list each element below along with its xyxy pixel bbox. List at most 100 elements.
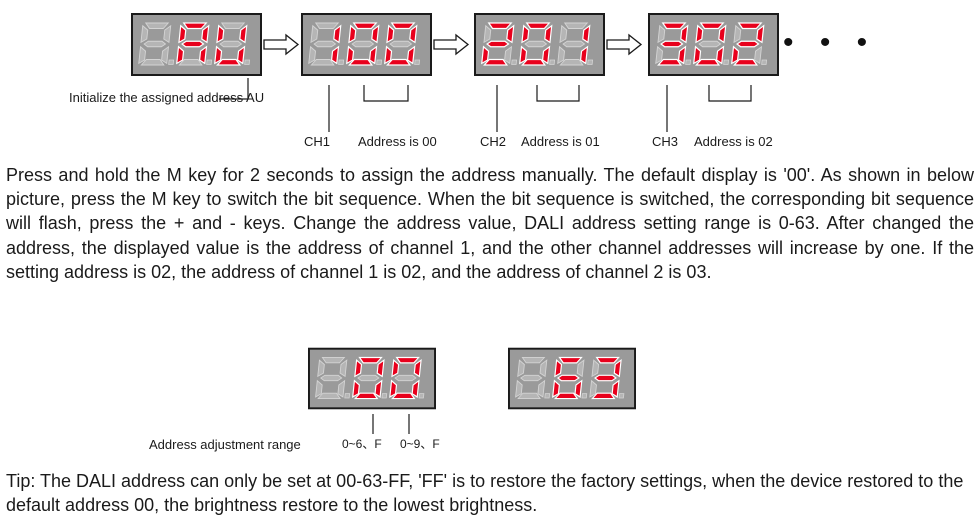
segment-d — [695, 58, 721, 66]
digit-3 — [589, 356, 625, 400]
segment-a — [525, 22, 551, 30]
segment-e — [552, 379, 560, 398]
segment-d — [517, 392, 541, 399]
segment-e — [352, 379, 360, 398]
segment-c — [161, 45, 170, 65]
arrow-right-icon — [263, 33, 300, 56]
segment-b — [333, 24, 342, 44]
segment-g — [320, 374, 343, 382]
segment-d — [521, 58, 547, 66]
segment-e — [655, 45, 664, 65]
segment-b — [371, 24, 380, 44]
digit-1 — [515, 357, 551, 399]
segment-d — [216, 58, 242, 66]
segment-g — [698, 40, 722, 48]
segment-a — [563, 22, 589, 29]
segment-b — [576, 359, 585, 378]
segment-a — [220, 22, 246, 29]
segment-b — [239, 24, 248, 44]
digit-2 — [352, 356, 388, 400]
bracket-ch2-address — [536, 85, 580, 102]
decimal-point — [168, 59, 175, 65]
segment-c — [330, 45, 340, 65]
display-00 — [308, 347, 436, 410]
segment-a — [737, 22, 763, 30]
segment-f — [178, 24, 187, 44]
segment-g — [351, 40, 375, 48]
segment-f — [216, 24, 225, 44]
caption-ch1: CH1 — [304, 134, 331, 149]
segment-b — [544, 24, 553, 44]
caption-ch2: CH2 — [480, 134, 507, 149]
segment-b — [409, 24, 418, 44]
segment-g — [394, 374, 417, 382]
ellipsis-dots: • • • — [783, 26, 877, 59]
segment-f — [354, 358, 363, 378]
segment-c — [574, 379, 583, 398]
segment-g — [556, 374, 580, 382]
decimal-point — [723, 59, 730, 65]
segment-d — [553, 392, 579, 400]
instruction-paragraph: Press and hold the M key for 2 seconds t… — [6, 165, 974, 282]
segment-f — [386, 24, 395, 44]
segment-f — [695, 24, 704, 44]
digit-1 — [315, 357, 351, 399]
segment-b — [582, 24, 591, 44]
digit-2 — [693, 22, 730, 66]
decimal-point — [344, 393, 351, 399]
segment-d — [391, 392, 416, 400]
segment-d — [178, 59, 203, 66]
segment-g — [520, 374, 543, 382]
digit-1 — [138, 22, 175, 66]
segment-e — [315, 379, 323, 398]
segment-c — [504, 45, 513, 65]
decimal-point — [544, 393, 551, 399]
segment-c — [406, 45, 416, 65]
segment-c — [541, 45, 551, 65]
segment-a — [314, 22, 340, 29]
arrow-right-icon — [433, 33, 470, 56]
caption-ch3: CH3 — [652, 134, 679, 149]
digit-3 — [731, 22, 768, 66]
segment-f — [521, 24, 530, 44]
segment-b — [680, 24, 689, 44]
segment-a — [558, 356, 583, 364]
segment-a — [595, 356, 620, 364]
caption-ch1-address: Address is 00 — [358, 134, 437, 149]
segment-d — [483, 58, 509, 66]
segment-f — [140, 24, 149, 44]
decimal-point — [414, 59, 421, 65]
segment-e — [589, 379, 597, 398]
segment-c — [236, 45, 246, 65]
segment-a — [699, 22, 725, 30]
caption-range-second: 0~9、F — [400, 437, 440, 451]
segment-g — [143, 40, 167, 48]
segment-a — [521, 357, 546, 364]
decimal-point — [761, 59, 768, 65]
segment-f — [657, 24, 666, 44]
caption-range-first: 0~6、F — [342, 437, 382, 451]
segment-e — [515, 379, 523, 398]
segment-f — [591, 359, 600, 378]
segment-b — [613, 358, 622, 378]
caption-ch3-address: Address is 02 — [694, 134, 773, 149]
segment-c — [337, 379, 346, 398]
segment-c — [677, 45, 687, 65]
digit-1 — [481, 22, 518, 66]
leader-line-au — [219, 78, 249, 100]
segment-b — [339, 359, 348, 378]
decimal-point — [581, 393, 588, 399]
segment-e — [731, 45, 740, 65]
bracket-ch1-address — [363, 85, 409, 102]
digit-1 — [308, 22, 345, 66]
segment-d — [353, 392, 379, 400]
segment-a — [352, 22, 378, 30]
display-201 — [474, 13, 605, 76]
segment-f — [317, 359, 325, 378]
caption-adjust-range: Address adjustment range — [149, 437, 301, 452]
segment-a — [661, 22, 687, 30]
digit-1 — [655, 22, 692, 66]
segment-c — [579, 45, 589, 65]
decimal-point — [338, 59, 345, 65]
